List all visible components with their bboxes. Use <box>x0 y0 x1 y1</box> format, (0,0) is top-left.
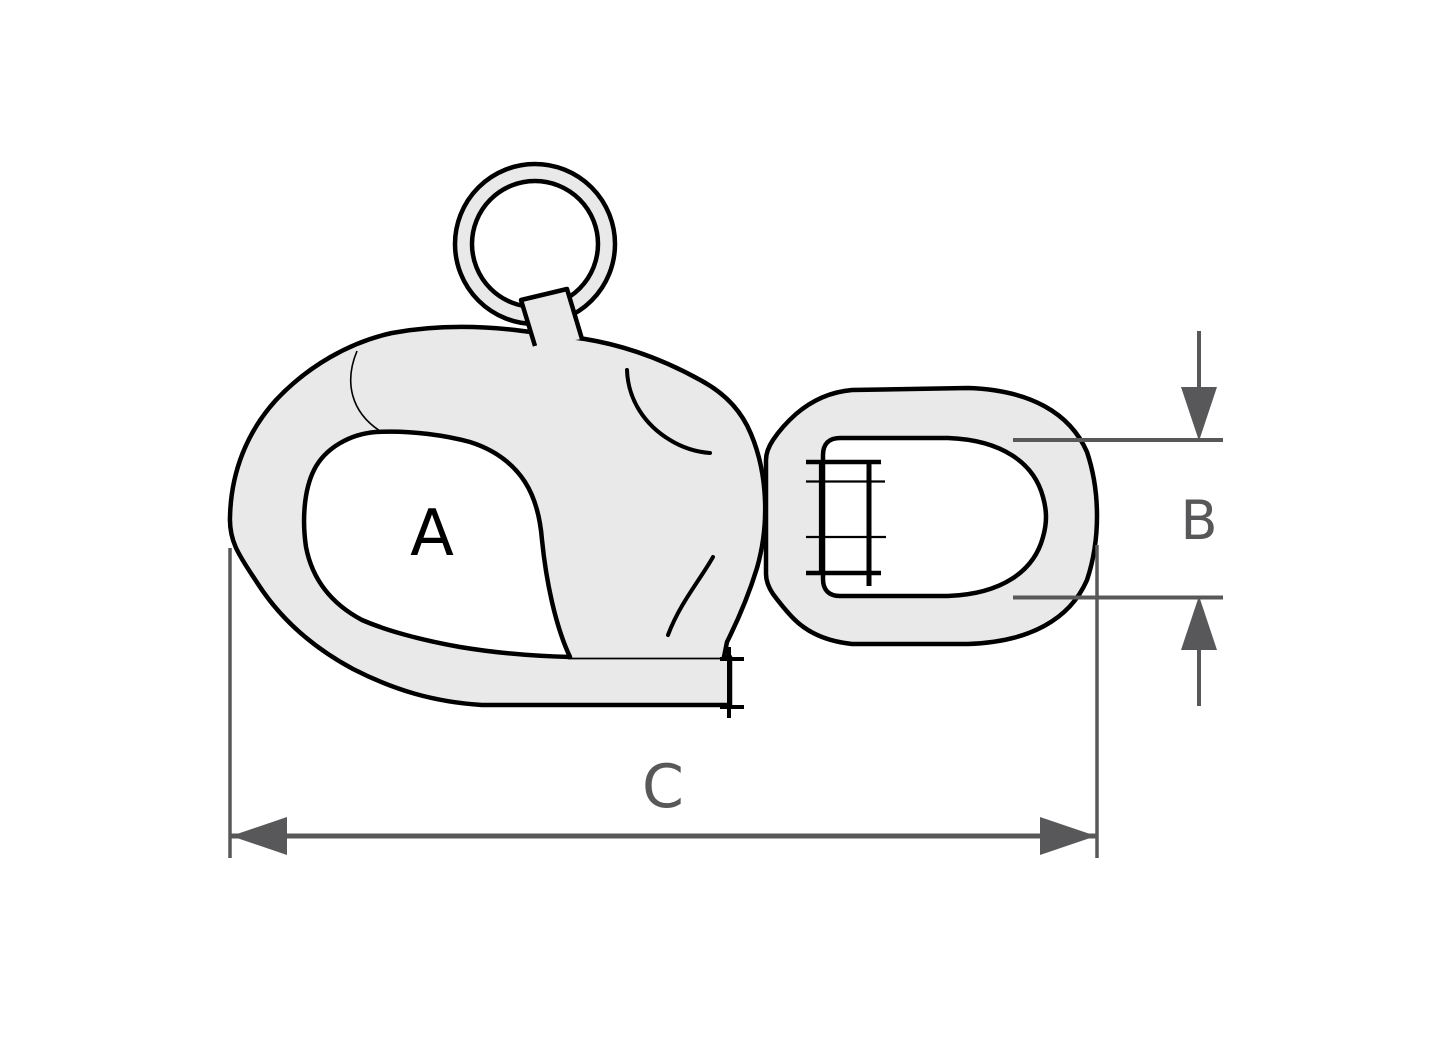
swivel-eye-hole <box>820 435 1049 599</box>
c-arrow-right-icon <box>1040 817 1096 855</box>
bail-opening-hole <box>301 429 573 660</box>
dimension-c-label: C <box>642 752 684 822</box>
b-arrow-up-icon <box>1181 596 1217 650</box>
b-arrow-down-icon <box>1181 387 1217 441</box>
dimension-b: B <box>1013 331 1223 706</box>
ring-connector-tab <box>518 286 585 347</box>
body-crease-line <box>349 350 381 432</box>
head-curve-lower <box>666 555 715 637</box>
dimension-c: C <box>228 545 1099 858</box>
top-ring-inner <box>469 178 601 310</box>
head-curve-upper <box>625 368 712 455</box>
c-arrow-left-icon <box>231 817 287 855</box>
dimension-b-label: B <box>1180 489 1217 552</box>
swivel-pin-hatch <box>806 459 886 586</box>
dimension-a-label: A <box>410 497 454 571</box>
